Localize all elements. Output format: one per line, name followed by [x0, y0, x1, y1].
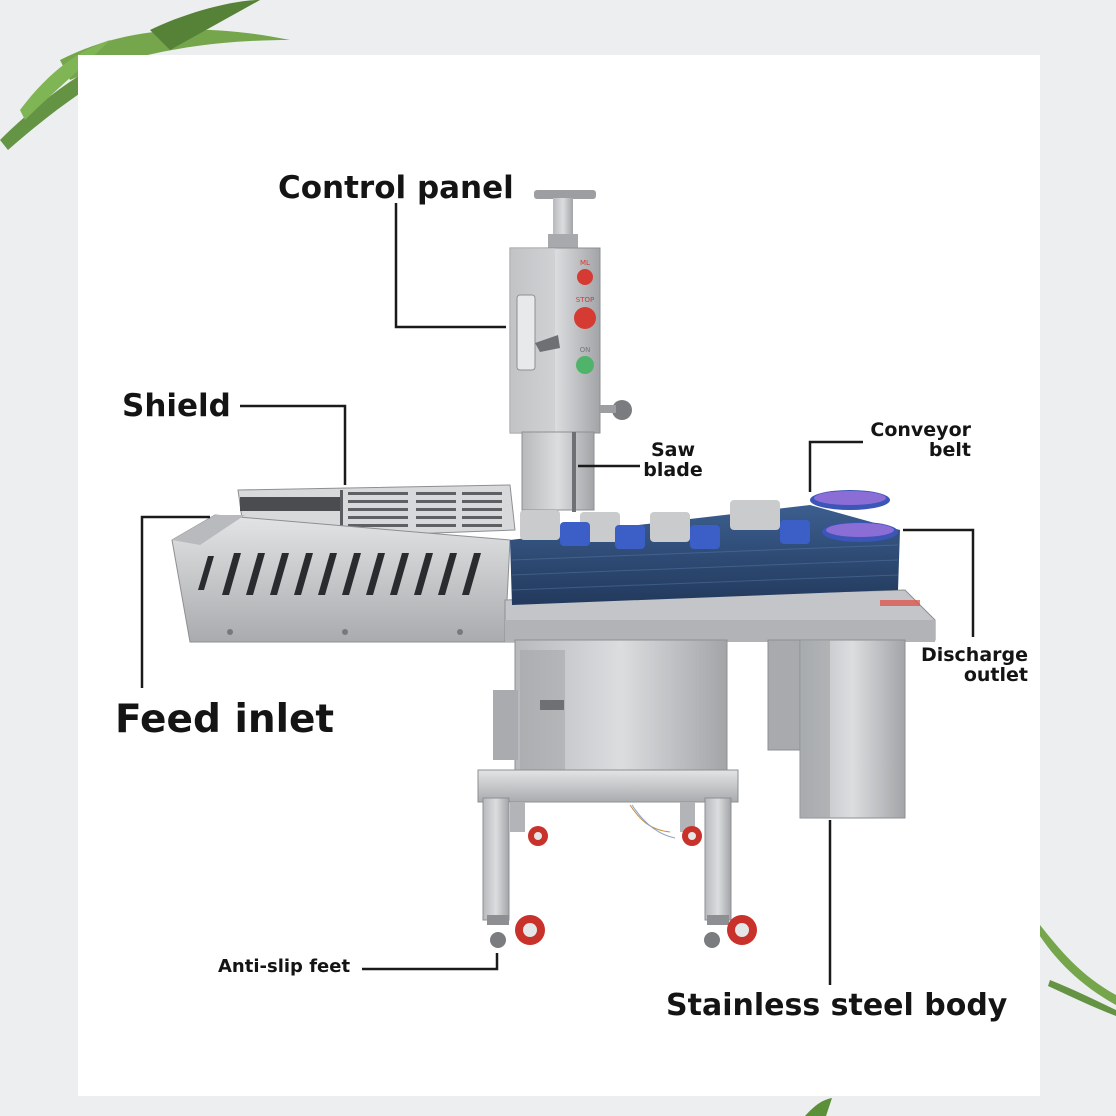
label-discharge-outlet-line2: outlet: [963, 663, 1028, 686]
label-discharge-outlet-line1: Discharge: [920, 644, 1028, 666]
label-discharge-outlet: Discharge outlet: [910, 644, 1028, 686]
stop-button-label: STOP: [576, 296, 594, 304]
leader-discharge-outlet: [903, 528, 975, 637]
leaf-decoration-bottom: [805, 1098, 832, 1116]
stop-button: [574, 307, 596, 329]
label-conveyor-belt: Conveyor belt: [860, 419, 971, 461]
leader-conveyor-belt: [808, 440, 863, 492]
ml-button-label: ML: [580, 259, 590, 267]
on-button: [576, 356, 594, 374]
label-saw-blade-line1: Saw: [650, 439, 696, 461]
leader-lines: [140, 203, 975, 985]
on-button-label: ON: [580, 346, 591, 354]
leader-control-panel: [394, 203, 506, 329]
rear-right-wheel: [682, 826, 702, 846]
front-right-wheel: [704, 915, 757, 948]
label-saw-blade-line2: blade: [643, 458, 703, 481]
label-control-panel: Control panel: [278, 170, 514, 206]
rear-left-wheel: [528, 826, 548, 846]
ml-button: [577, 269, 593, 285]
leader-anti-slip-feet: [362, 953, 499, 971]
label-shield: Shield: [122, 388, 231, 424]
front-left-wheel: [487, 915, 545, 948]
label-conveyor-belt-line1: Conveyor: [870, 419, 971, 441]
label-feed-inlet: Feed inlet: [115, 697, 335, 742]
label-stainless-steel-body: Stainless steel body: [666, 988, 1008, 1023]
leaf-decoration-right: [1036, 925, 1116, 1016]
leader-shield: [240, 404, 347, 485]
leader-feed-inlet: [140, 515, 210, 688]
label-anti-slip-feet: Anti-slip feet: [218, 956, 351, 977]
label-saw-blade: Saw blade: [638, 439, 708, 481]
label-conveyor-belt-line2: belt: [928, 438, 971, 461]
